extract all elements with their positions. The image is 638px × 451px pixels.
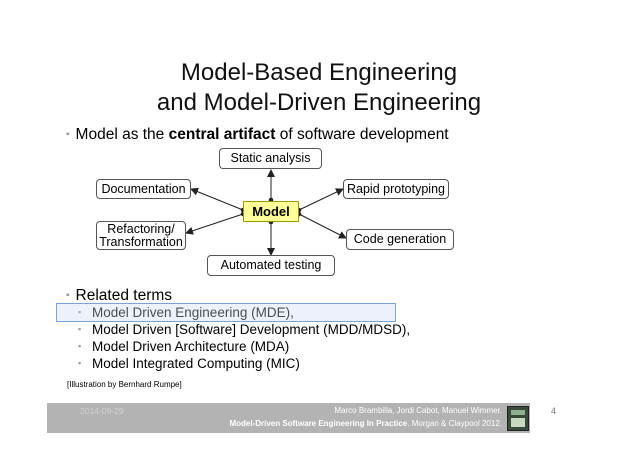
bullet1-suffix: of software development — [275, 126, 449, 143]
arrow-to-code-generation — [296, 211, 347, 239]
related-terms-list: Model Driven Engineering (MDE), Model Dr… — [55, 303, 410, 372]
node-documentation: Documentation — [96, 179, 191, 199]
slide-footer: 2014-09-29 Marco Brambilla, Jordi Cabot,… — [47, 403, 530, 433]
title-line-1: Model-Based Engineering — [180, 59, 458, 86]
footer-publisher: . Morgan & Claypool 2012. — [407, 419, 502, 428]
related-term-mdd: Model Driven [Software] Development (MDD… — [78, 321, 410, 338]
related-heading: Related terms — [75, 287, 173, 304]
footer-book-title: Model-Driven Software Engineering In Pra… — [229, 419, 408, 428]
related-term-mic: Model Integrated Computing (MIC) — [78, 355, 410, 372]
arrow-to-refactoring — [185, 211, 246, 235]
related-term-mde[interactable]: Model Driven Engineering (MDE), — [55, 303, 410, 322]
node-automated-testing: Automated testing — [207, 255, 335, 276]
bullet-related-terms: ▪ Related terms — [66, 287, 172, 305]
page-number: 4 — [551, 406, 557, 416]
bullet1-bold: central artifact — [168, 126, 276, 143]
bullet-square-icon: ▪ — [66, 129, 70, 140]
book-cover-icon — [507, 406, 529, 431]
node-model: Model — [243, 201, 299, 222]
title-line-2: and Model-Driven Engineering — [156, 89, 482, 116]
illustration-credit: [Illustration by Bernhard Rumpe] — [67, 380, 182, 389]
arrow-to-rapid-prototyping — [296, 188, 344, 213]
arrow-to-documentation — [190, 187, 246, 213]
bullet1-prefix: Model as the — [75, 126, 169, 143]
footer-authors: Marco Brambilla, Jordi Cabot, Manuel Wim… — [334, 406, 502, 415]
footer-book: Model-Driven Software Engineering In Pra… — [229, 419, 502, 428]
node-code-generation: Code generation — [346, 229, 454, 250]
slide-title: Model-Based Engineering and Model-Driven… — [0, 58, 638, 118]
footer-date: 2014-09-29 — [80, 406, 124, 416]
node-static-analysis: Static analysis — [219, 148, 322, 169]
node-refactoring-transformation: Refactoring/ Transformation — [96, 221, 186, 250]
bullet-central-artifact: ▪ Model as the central artifact of softwa… — [66, 126, 449, 144]
node-rapid-prototyping: Rapid prototyping — [343, 179, 449, 199]
related-term-mda: Model Driven Architecture (MDA) — [78, 338, 410, 355]
bullet-square-icon: ▪ — [66, 290, 70, 301]
